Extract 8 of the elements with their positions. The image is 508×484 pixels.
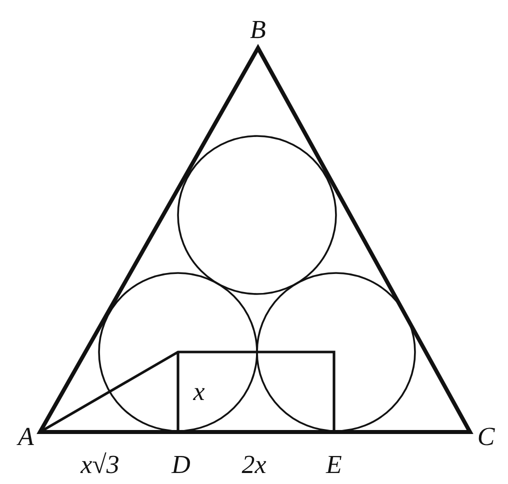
point-label: C: [477, 424, 495, 450]
point-label: E: [326, 452, 342, 478]
point-label: A: [18, 424, 34, 450]
point-label: x√3: [80, 452, 120, 478]
point-label: B: [250, 17, 266, 43]
point-label: 2x: [242, 452, 266, 478]
point-label: x: [193, 379, 205, 405]
point-label: D: [172, 452, 190, 478]
